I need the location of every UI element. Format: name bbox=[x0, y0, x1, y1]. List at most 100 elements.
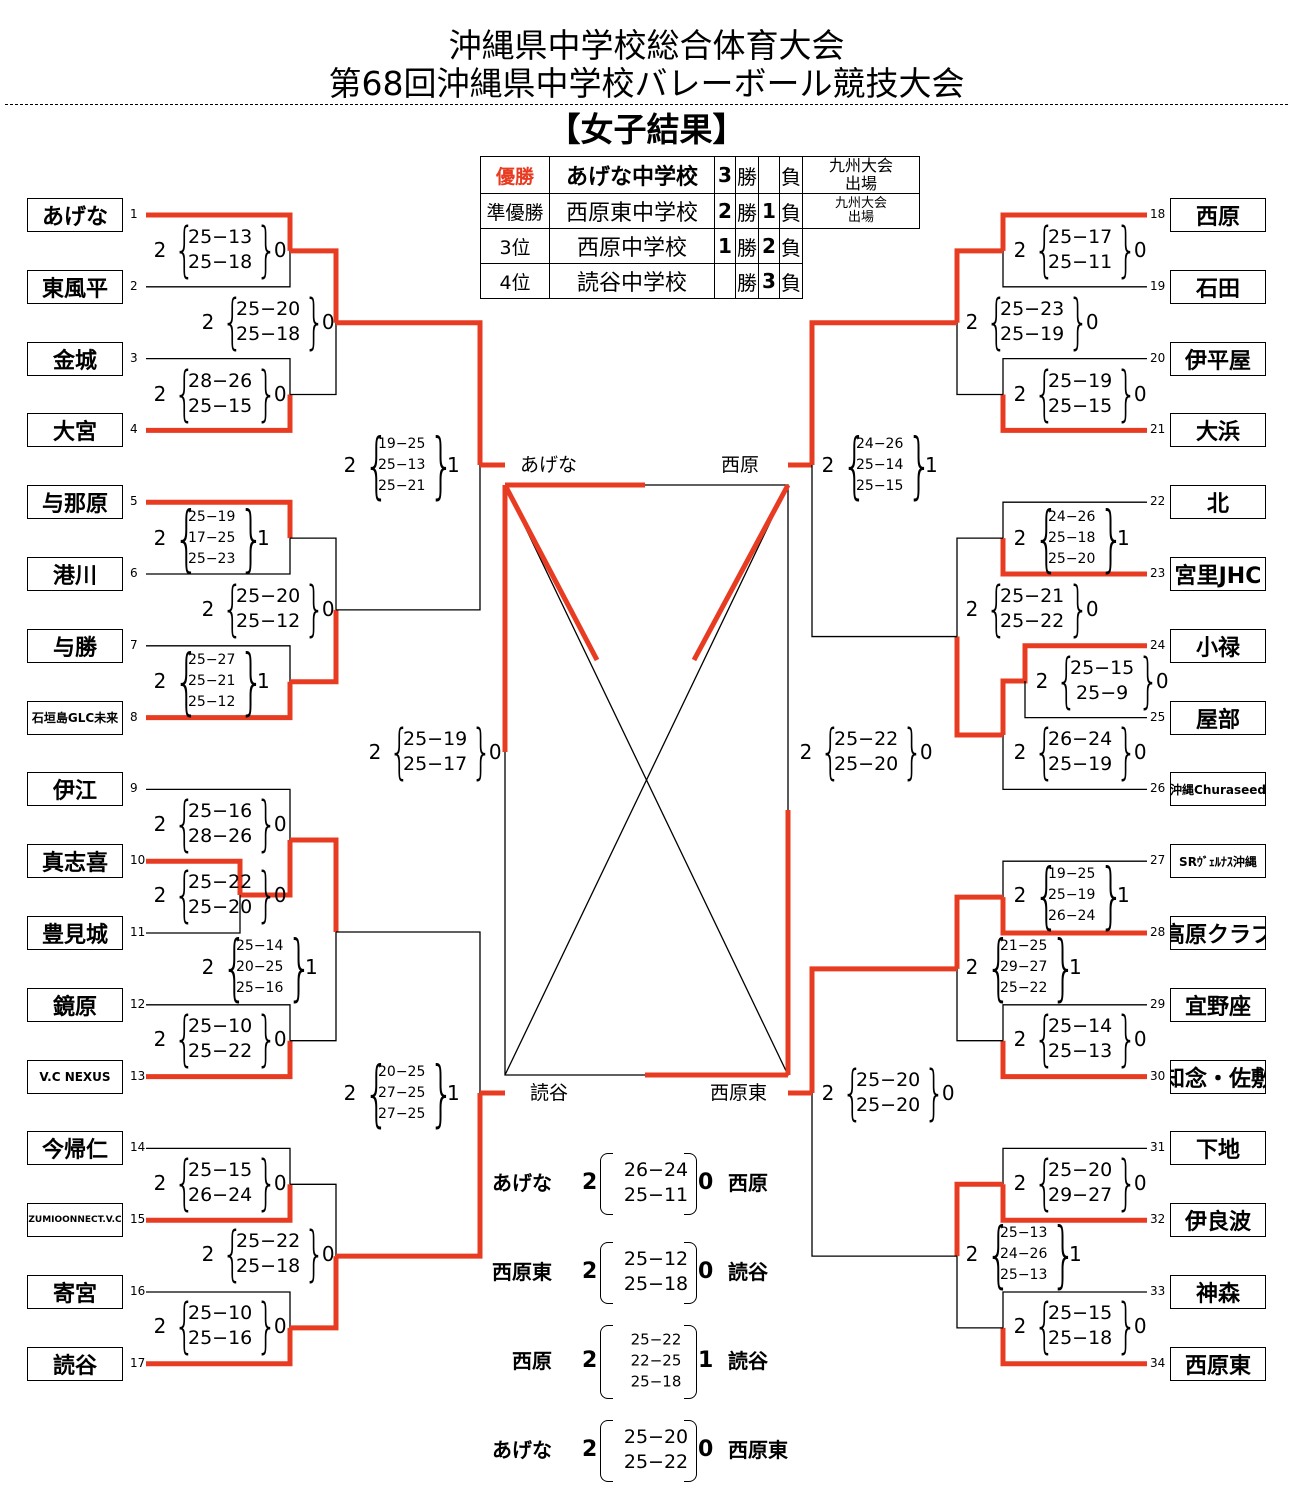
sets-won: 2 bbox=[1013, 1027, 1027, 1051]
set-result: 25−14 bbox=[1048, 1015, 1113, 1037]
team-number: 21 bbox=[1150, 422, 1166, 437]
final-sets-lost: 0 bbox=[698, 1259, 714, 1284]
final-set-result: 25−22 bbox=[623, 1451, 689, 1473]
final-team-left: あげな bbox=[492, 1171, 552, 1195]
match-line bbox=[146, 212, 293, 251]
brace-open: { bbox=[986, 925, 1012, 1009]
results-row-4: 4位 読谷中学校 勝 3 負 bbox=[480, 263, 920, 299]
brace-open: { bbox=[174, 1291, 196, 1361]
match-line bbox=[1002, 250, 1147, 288]
sets-won: 2 bbox=[1013, 238, 1027, 262]
set-result: 25−13 bbox=[188, 226, 253, 248]
set-result: 25−13 bbox=[1000, 1266, 1048, 1283]
results-row-3: 3位 西原中学校 1 勝 2 負 bbox=[480, 228, 920, 264]
match-line bbox=[146, 1004, 291, 1041]
match-line bbox=[146, 1184, 293, 1223]
team-number: 28 bbox=[1150, 925, 1166, 939]
sets-won: 2 bbox=[1013, 1314, 1027, 1338]
bracket-line bbox=[290, 322, 337, 396]
final-sets-lost: 0 bbox=[698, 1437, 714, 1462]
team-name: 西原東 bbox=[1170, 1346, 1266, 1381]
team-number: 9 bbox=[130, 781, 138, 796]
brace-close: } bbox=[1068, 574, 1090, 644]
results-rank: 4位 bbox=[480, 263, 550, 299]
brace-close: } bbox=[1116, 215, 1138, 285]
results-school: 読谷中学校 bbox=[549, 263, 715, 299]
set-result: 29−27 bbox=[1048, 1184, 1113, 1206]
match-line bbox=[146, 357, 291, 395]
brace-open: { bbox=[1034, 1291, 1056, 1361]
team-number: 31 bbox=[1150, 1140, 1166, 1155]
winner-path bbox=[290, 609, 339, 685]
brace-close: } bbox=[924, 1058, 946, 1128]
set-result: 25−19 bbox=[188, 508, 236, 525]
set-result: 19−25 bbox=[1048, 865, 1096, 882]
match-line bbox=[146, 538, 291, 575]
sets-won: 2 bbox=[1013, 740, 1027, 764]
match-line bbox=[1000, 897, 1147, 936]
match-line bbox=[1002, 1147, 1147, 1185]
match-line bbox=[146, 1327, 293, 1367]
brace-open: { bbox=[174, 1148, 196, 1218]
team-name: 与那原 bbox=[27, 485, 123, 520]
set-result: 20−25 bbox=[236, 958, 284, 975]
winner-path bbox=[809, 320, 957, 465]
final-sets-won: 2 bbox=[582, 1437, 598, 1462]
set-result: 25−18 bbox=[236, 323, 301, 345]
winner-path bbox=[336, 320, 483, 465]
match-line bbox=[146, 645, 291, 682]
brace-open: { bbox=[842, 423, 868, 507]
team-number: 13 bbox=[130, 1068, 146, 1083]
results-win-unit: 勝 bbox=[735, 228, 759, 264]
team-number: 10 bbox=[130, 853, 146, 868]
sets-won: 2 bbox=[1013, 526, 1027, 550]
team-name: 伊平屋 bbox=[1170, 341, 1266, 376]
bracket-line bbox=[1002, 735, 1147, 791]
results-note-empty bbox=[803, 264, 920, 299]
team-number: 18 bbox=[1150, 207, 1166, 221]
brace-open: { bbox=[842, 1058, 864, 1128]
results-wins: 3 bbox=[714, 156, 736, 194]
team-name: 下地 bbox=[1170, 1131, 1266, 1166]
brace-close bbox=[684, 1325, 697, 1399]
set-result: 25−16 bbox=[188, 800, 253, 822]
set-result: 25−20 bbox=[188, 896, 253, 918]
results-school: 西原東中学校 bbox=[549, 193, 715, 229]
team-name: 寄宮 bbox=[27, 1275, 123, 1309]
winner-path bbox=[240, 840, 293, 898]
brace-close: } bbox=[304, 1219, 326, 1289]
results-note: 九州大会 出場 bbox=[802, 156, 920, 194]
team-name: 真志喜 bbox=[27, 844, 123, 879]
brace-close: } bbox=[907, 423, 933, 507]
set-result: 29−27 bbox=[1000, 958, 1048, 975]
brace-open: { bbox=[174, 639, 200, 723]
set-result: 25−12 bbox=[236, 610, 301, 632]
final-label-top-right: 西原 bbox=[721, 454, 760, 476]
sets-lost: 0 bbox=[273, 382, 287, 406]
set-result: 25−21 bbox=[1000, 585, 1065, 607]
match-line bbox=[146, 250, 291, 288]
sets-lost: 0 bbox=[321, 597, 335, 621]
sets-lost: 1 bbox=[1116, 883, 1130, 907]
brace-close: } bbox=[256, 1291, 278, 1361]
brace-close: } bbox=[256, 359, 278, 429]
set-result: 25−12 bbox=[188, 693, 236, 710]
team-number: 30 bbox=[1150, 1068, 1166, 1083]
set-result: 25−22 bbox=[236, 1230, 301, 1252]
bracket-line bbox=[290, 537, 337, 610]
brace-close bbox=[684, 1153, 697, 1215]
sets-won: 2 bbox=[153, 382, 167, 406]
set-result: 25−16 bbox=[188, 1327, 253, 1349]
match-line bbox=[1002, 1004, 1147, 1041]
set-result: 25−21 bbox=[188, 672, 236, 689]
match-line bbox=[1002, 1291, 1147, 1328]
winner-path bbox=[146, 858, 243, 895]
